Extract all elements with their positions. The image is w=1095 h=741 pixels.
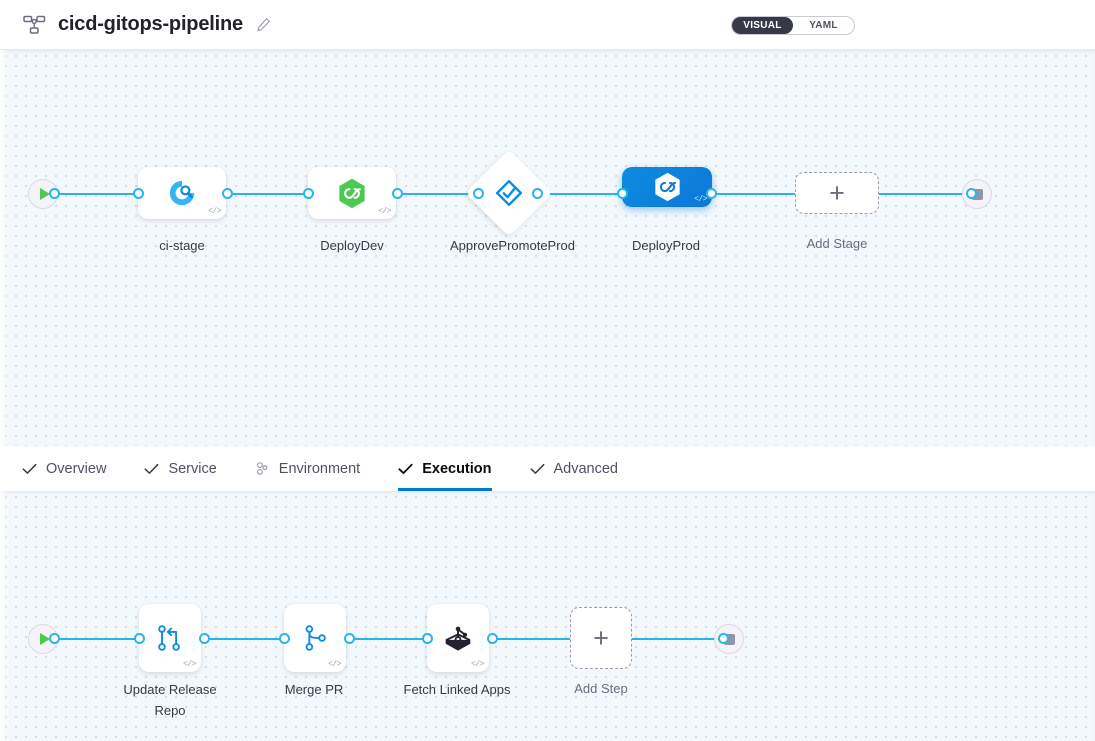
yaml-code-badge[interactable]: </>	[328, 660, 341, 669]
connector-ci-to-deploydev	[222, 193, 327, 195]
stage-label-deployprod: DeployProd	[632, 238, 700, 253]
stage-label-deploydev: DeployDev	[320, 238, 384, 253]
yaml-code-badge[interactable]: </>	[471, 660, 484, 669]
stage-node-deploydev[interactable]: </>	[308, 167, 396, 219]
port-update-out	[199, 633, 210, 644]
tab-execution[interactable]: Execution	[398, 446, 492, 491]
stage-label-ci-stage: ci-stage	[159, 238, 205, 253]
plus-icon: +	[829, 177, 845, 208]
canvas-left-fade	[0, 50, 9, 446]
connector-update-to-mergepr	[200, 638, 290, 640]
port-ci-out	[222, 188, 233, 199]
argocd-squid-icon	[445, 626, 471, 651]
check-icon	[144, 463, 159, 475]
canvas-left-fade	[0, 491, 9, 741]
check-icon	[22, 463, 37, 475]
port-deployprod-out	[706, 188, 717, 199]
step-label-fetch-linked-apps: Fetch Linked Apps	[403, 682, 511, 697]
port-steps-start-out	[49, 633, 60, 644]
port-update-in	[134, 633, 145, 644]
connector-fetch-to-addstep	[488, 638, 573, 640]
connector-mergepr-to-fetch	[345, 638, 435, 640]
stop-end-icon	[971, 188, 983, 200]
add-stage-button[interactable]: +	[795, 172, 879, 214]
visual-yaml-toggle[interactable]: VISUAL YAML	[731, 16, 855, 35]
tab-overview[interactable]: Overview	[22, 446, 106, 491]
port-mergepr-out	[344, 633, 355, 644]
git-branch-update-icon	[158, 625, 180, 651]
port-deploydev-in	[303, 188, 314, 199]
connector-deploydev-to-approve	[393, 193, 483, 195]
port-approve-in	[473, 188, 484, 199]
tab-service[interactable]: Service	[144, 446, 217, 491]
yaml-code-badge[interactable]: </>	[208, 207, 221, 216]
tab-label: Advanced	[553, 460, 619, 477]
step-node-fetch-linked-apps[interactable]: </>	[427, 604, 489, 672]
port-ci-in	[133, 188, 144, 199]
port-steps-end-in	[718, 633, 729, 644]
page-title: cicd-gitops-pipeline	[58, 13, 243, 35]
yaml-code-badge[interactable]: </>	[694, 195, 707, 204]
pencil-edit-icon[interactable]	[255, 16, 273, 34]
pipeline-diagram-icon	[22, 14, 48, 36]
connector-addstep-to-end	[632, 638, 724, 640]
step-node-update-release-repo[interactable]: </>	[139, 604, 201, 672]
stage-label-approvepromoteprod: ApprovePromoteProd	[450, 238, 576, 253]
tab-environment[interactable]: Environment	[255, 446, 360, 491]
harness-cd-green-icon	[339, 178, 365, 208]
stop-end-icon	[723, 633, 735, 645]
stage-config-tabs: Overview Service Environment Execution	[0, 446, 1095, 491]
tab-label: Execution	[422, 460, 492, 477]
connector-start-to-update-release-repo	[55, 638, 145, 640]
harness-ci-icon	[169, 180, 195, 206]
toggle-option-visual[interactable]: VISUAL	[732, 17, 793, 34]
step-label-merge-pr: Merge PR	[284, 682, 344, 697]
port-fetch-out	[487, 633, 498, 644]
yaml-code-badge[interactable]: </>	[378, 207, 391, 216]
stage-canvas[interactable]: </> ci-stage </> DeployDev ApprovePro	[0, 50, 1095, 446]
add-step-button[interactable]: +	[570, 607, 632, 669]
port-start-out	[49, 188, 60, 199]
check-icon	[398, 463, 413, 475]
play-start-icon	[39, 633, 50, 645]
port-approve-out	[532, 188, 543, 199]
tab-label: Environment	[278, 460, 361, 477]
yaml-code-badge[interactable]: </>	[183, 660, 196, 669]
stage-node-deployprod[interactable]: </>	[622, 167, 712, 207]
port-mergepr-in	[279, 633, 290, 644]
add-stage-label: Add Stage	[806, 236, 868, 251]
connector-start-to-ci	[55, 193, 145, 195]
port-deployprod-in	[617, 188, 628, 199]
plus-icon: +	[593, 622, 609, 653]
tab-advanced[interactable]: Advanced	[530, 446, 619, 491]
connector-approve-to-deployprod	[537, 193, 635, 195]
connector-add-to-end	[872, 193, 972, 195]
harness-cd-white-icon	[654, 172, 680, 202]
port-fetch-in	[422, 633, 433, 644]
tab-label: Overview	[46, 460, 107, 477]
stage-node-ci-stage[interactable]: </>	[138, 167, 226, 219]
connector-deployprod-to-add	[706, 193, 810, 195]
check-icon	[530, 463, 545, 475]
tab-label: Service	[168, 460, 217, 477]
step-node-merge-pr[interactable]: </>	[284, 604, 346, 672]
step-label-update-release-repo: Update Release Repo	[123, 682, 217, 718]
play-start-icon	[39, 188, 50, 200]
execution-steps-canvas[interactable]: </> Update Release Repo </> Merge PR	[0, 491, 1095, 741]
toggle-option-yaml[interactable]: YAML	[809, 20, 838, 31]
git-pull-request-icon	[305, 625, 326, 651]
add-step-label: Add Step	[574, 681, 628, 696]
port-deploydev-out	[392, 188, 403, 199]
pipeline-header: cicd-gitops-pipeline VISUAL YAML	[0, 0, 1095, 50]
port-end-in	[966, 188, 977, 199]
infrastructure-icon	[255, 461, 270, 476]
